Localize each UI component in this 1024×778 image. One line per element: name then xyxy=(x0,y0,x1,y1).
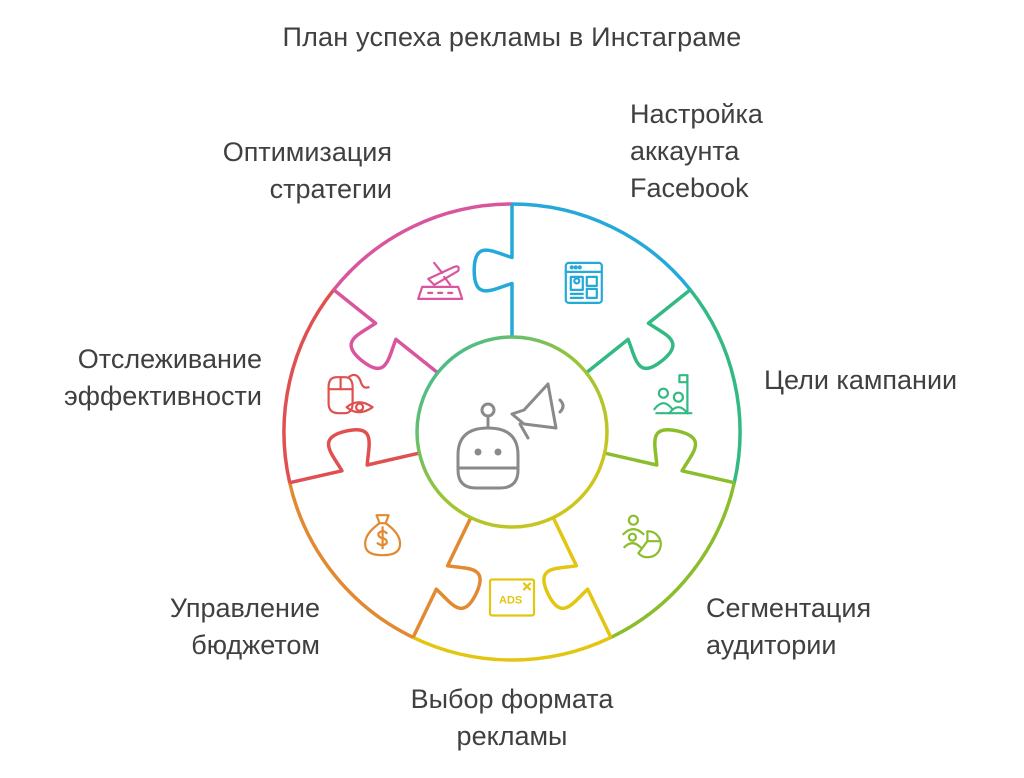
ring-arc-performance-tracking xyxy=(282,288,336,484)
label-line: Оптимизация xyxy=(222,137,392,167)
money-bag-icon xyxy=(364,514,402,557)
diagram-title: План успеха рекламы в Инстаграме xyxy=(282,22,742,52)
label-line: аккаунта xyxy=(630,136,740,166)
label-line: Facebook xyxy=(630,173,749,203)
label-line: Управление xyxy=(169,593,320,623)
ring-arc-strategy-optimization xyxy=(332,202,513,291)
puzzle-divider-budget-management xyxy=(411,516,482,639)
robot-megaphone-icon xyxy=(456,382,565,490)
team-flag-icon xyxy=(653,374,693,415)
label-campaign-goals: Цели кампании xyxy=(764,362,957,399)
ring-arc-audience-segmentation xyxy=(610,482,737,639)
center-hub xyxy=(415,335,609,529)
puzzle-divider-strategy-optimization xyxy=(332,288,439,375)
label-line: Настройка xyxy=(630,99,763,129)
label-line: бюджетом xyxy=(191,630,320,660)
plane-runway-icon xyxy=(417,261,464,300)
label-ad-format: Выбор формата рекламы xyxy=(362,681,662,755)
puzzle-divider-ad-format xyxy=(542,516,613,639)
ads-icon-glyph: ADS xyxy=(499,595,522,607)
label-line: аудитории xyxy=(706,630,837,660)
puzzle-divider-audience-segmentation xyxy=(604,428,735,485)
ring-arc-budget-management xyxy=(287,482,414,639)
label-line: Выбор формата xyxy=(410,684,614,714)
ring-arc-campaign-goals xyxy=(688,288,742,484)
label-strategy-optimization: Оптимизация стратегии xyxy=(100,134,392,208)
mouse-eye-icon xyxy=(327,373,374,415)
ring-arc-facebook-account xyxy=(511,202,692,291)
label-line: Сегментация xyxy=(706,593,872,623)
puzzle-divider-campaign-goals xyxy=(585,288,692,375)
puzzle-divider-performance-tracking xyxy=(289,428,420,485)
ads-window-icon: ADS xyxy=(488,578,536,617)
browser-profile-icon xyxy=(564,261,603,304)
label-line: эффективности xyxy=(63,381,262,411)
puzzle-divider-facebook-account xyxy=(472,204,514,337)
label-line: рекламы xyxy=(456,721,568,751)
label-line: Цели кампании xyxy=(764,365,958,395)
label-budget-management: Управление бюджетом xyxy=(80,590,320,664)
label-line: Отслеживание xyxy=(77,344,262,374)
label-performance-tracking: Отслеживание эффективности xyxy=(0,341,262,415)
people-pie-chart-icon xyxy=(622,514,662,559)
ring-arc-ad-format xyxy=(412,635,612,662)
label-audience-segmentation: Сегментация аудитории xyxy=(706,590,871,664)
label-line: стратегии xyxy=(269,174,392,204)
